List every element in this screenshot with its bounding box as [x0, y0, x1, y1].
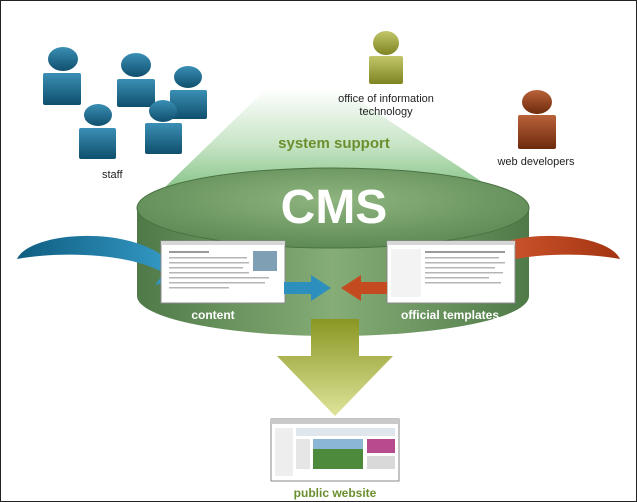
cms-title: CMS — [281, 181, 388, 234]
templates-to-cms-arrow — [341, 275, 387, 301]
content-document-thumbnail — [160, 240, 286, 304]
publish-output-arrow — [277, 319, 393, 416]
templates-document-thumbnail — [386, 240, 516, 304]
office-of-it-label-line2: technology — [359, 106, 413, 118]
templates-label: official templates — [401, 308, 499, 322]
public-website-thumbnail — [270, 418, 400, 482]
cylinder-top — [137, 168, 529, 248]
office-of-it-person-icon — [369, 31, 403, 84]
person-icon — [43, 47, 81, 105]
web-developer-person-icon — [518, 90, 556, 149]
person-icon — [170, 66, 207, 119]
person-icon — [79, 104, 116, 159]
cms-cylinder — [136, 167, 530, 336]
system-support-label: system support — [278, 135, 390, 152]
staff-people-icon — [43, 47, 207, 159]
system-support-beam — [161, 89, 496, 191]
content-label: content — [191, 308, 234, 322]
public-website-label: public website — [294, 486, 377, 500]
web-developers-label: web developers — [496, 156, 575, 168]
content-to-cms-arrow — [284, 275, 331, 301]
staff-input-arrow — [17, 235, 191, 285]
staff-label: staff — [102, 169, 124, 181]
person-icon — [145, 100, 182, 154]
office-of-it-label-line1: office of information — [338, 93, 434, 105]
person-icon — [117, 53, 155, 107]
